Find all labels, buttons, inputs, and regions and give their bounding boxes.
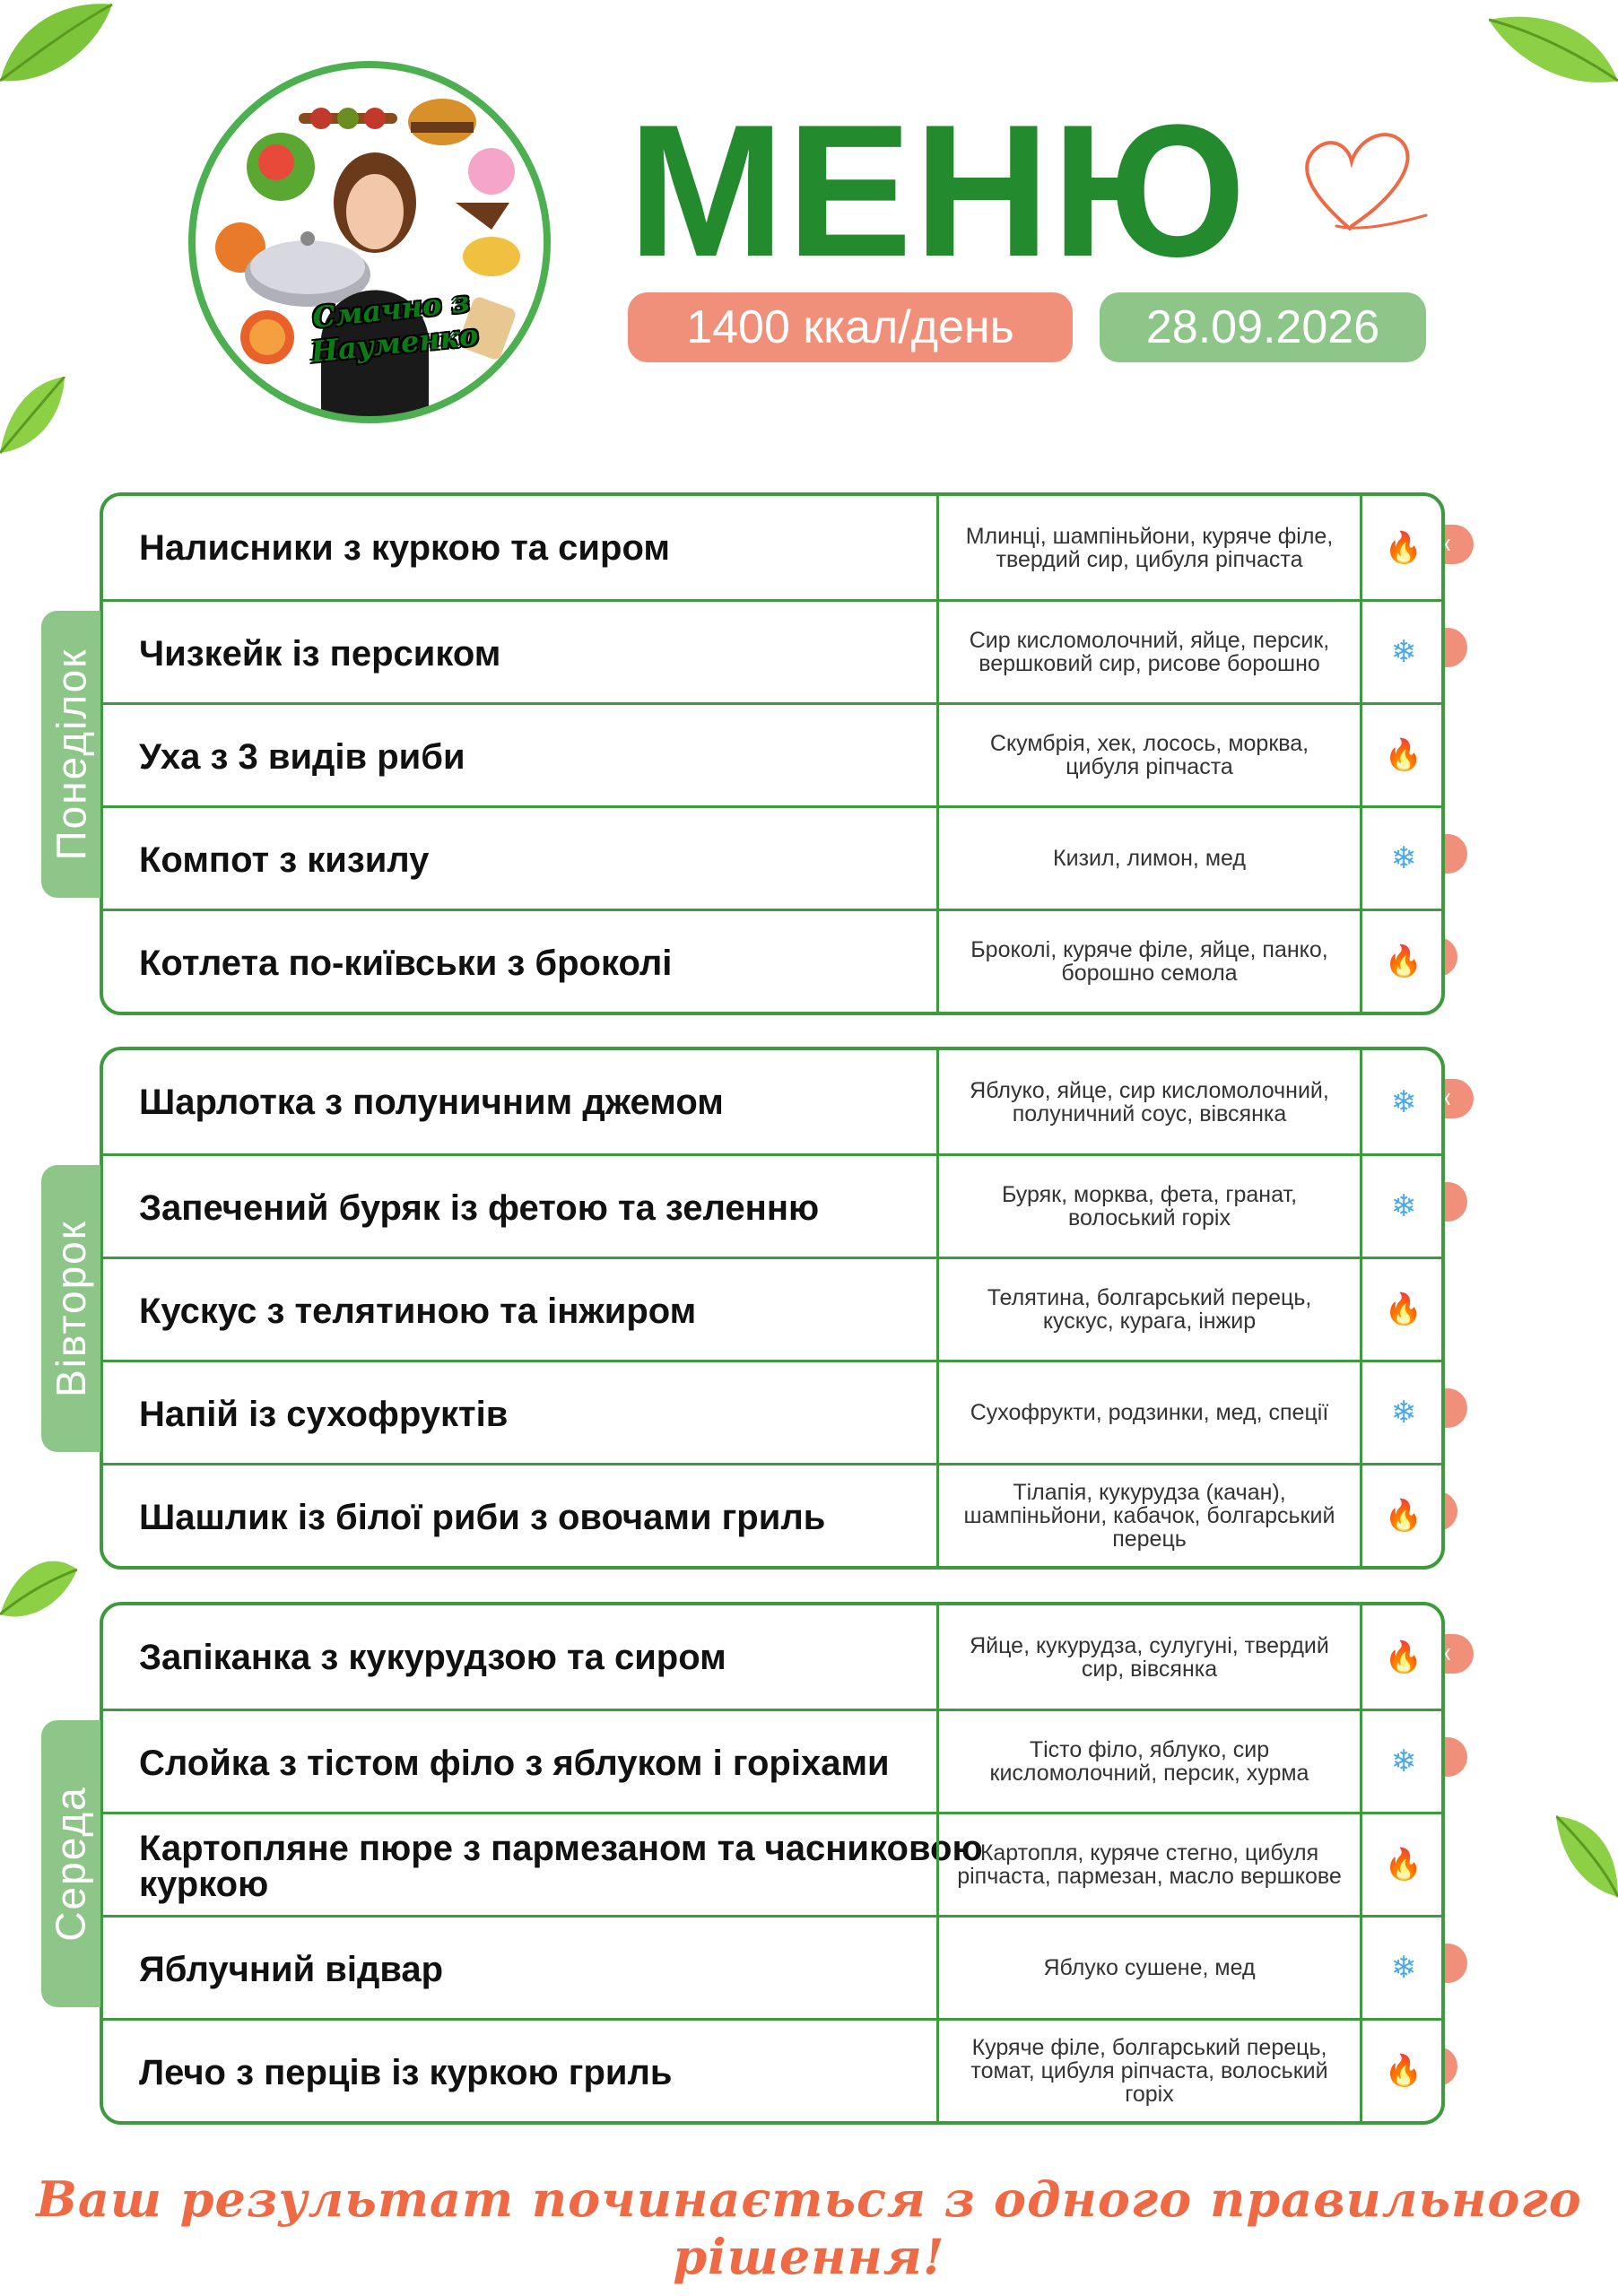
leaf-decoration [1556,1814,1618,1898]
dish-name: Лечо з перців із куркою гриль [139,2052,673,2092]
dish-ingredients: Телятина, болгарський перець, кускус, ку… [936,1259,1362,1360]
dish-name: Компот з кизилу [139,839,430,880]
menu-row: Лечо з перців із куркою гриль Куряче філе… [103,2018,1441,2121]
fire-icon: 🔥 [1384,2054,1423,2088]
dish-name: Шарлотка з полуничним джемом [139,1082,724,1122]
dish-name: Шашлик із білої риби з овочами гриль [139,1497,826,1537]
dish-ingredients: Броколі, куряче філе, яйце, панко, борош… [936,911,1362,1012]
fire-icon: 🔥 [1384,738,1423,772]
menu-row: Шашлик із білої риби з овочами гриль Тіла… [103,1463,1441,1566]
menu-row: Слойка з тістом філо з яблуком і горіхам… [103,1709,1441,1812]
brand-logo: Смачно з Науменко [188,61,551,423]
snowflake-icon: ❄ [1390,1951,1417,1985]
fire-icon: 🔥 [1384,1848,1423,1882]
day-block: Налисники з куркою та сиром Млинці, шампі… [100,492,1445,1015]
dish-ingredients: Картопля, куряче стегно, цибуля ріпчаста… [936,1814,1362,1915]
menu-row: Чизкейк із персиком Сир кисломолочний, яй… [103,599,1441,702]
dish-name: Кускус з телятиною та інжиром [139,1291,697,1331]
menu-row: Напій із сухофруктів Сухофрукти, родзинки… [103,1360,1441,1463]
fire-icon: 🔥 [1384,530,1423,565]
dish-name: Яблучний відвар [139,1949,444,1989]
dish-ingredients: Яйце, кукурудза, сулугуні, твердий сир, … [936,1605,1362,1709]
day-name: Понеділок [48,648,94,860]
snowflake-icon: ❄ [1390,1084,1417,1119]
snowflake-icon: ❄ [1390,635,1417,669]
dish-ingredients: Яблуко сушене, мед [936,1918,1362,2018]
dish-ingredients: Яблуко, яйце, сир кисломолочний, полунич… [936,1050,1362,1153]
menu-row: Яблучний відвар Яблуко сушене, мед ❄ [103,1915,1441,2018]
day-block: Запіканка з кукурудзою та сиром Яйце, кук… [100,1602,1445,2125]
snowflake-icon: ❄ [1390,1744,1417,1779]
dish-ingredients: Тісто філо, яблуко, сир кисломолочний, п… [936,1711,1362,1812]
dish-name: Запечений буряк із фетою та зеленню [139,1187,820,1228]
snowflake-icon: ❄ [1390,841,1417,875]
dish-ingredients: Тілапія, кукурудза (качан), шампіньйони,… [936,1465,1362,1566]
dish-ingredients: Куряче філе, болгарський перець, томат, … [936,2021,1362,2121]
dish-ingredients: Млинці, шампіньйони, куряче філе, тверди… [936,496,1362,599]
footer-slogan: Ваш результат починається з одного прави… [36,2170,1582,2285]
menu-row: Запечений буряк із фетою та зеленню Буряк… [103,1153,1441,1257]
leaf-decoration [0,377,66,454]
leaf-decoration [0,1561,78,1617]
day-block: Шарлотка з полуничним джемом Яблуко, яйце… [100,1047,1445,1570]
fire-icon: 🔥 [1384,1499,1423,1533]
day-label: Понеділок [41,610,100,898]
menu-row: Налисники з куркою та сиром Млинці, шампі… [103,496,1441,599]
day-label: Середа [41,1719,100,2007]
fire-icon: 🔥 [1384,944,1423,978]
dish-ingredients: Сухофрукти, родзинки, мед, спеції [936,1362,1362,1463]
dish-ingredients: Буряк, морква, фета, гранат, волоський г… [936,1156,1362,1257]
dish-ingredients: Кизил, лимон, мед [936,808,1362,909]
heart-icon [1305,133,1428,230]
dish-ingredients: Сир кисломолочний, яйце, персик, вершков… [936,602,1362,702]
dish-name: Налисники з куркою та сиром [139,527,670,568]
leaf-decoration [1489,16,1618,83]
dish-name: Напій із сухофруктів [139,1394,509,1434]
menu-row: Шарлотка з полуничним джемом Яблуко, яйце… [103,1050,1441,1153]
menu-row: Котлета по-київськи з броколі Броколі, ку… [103,909,1441,1012]
fire-icon: 🔥 [1384,1292,1423,1326]
snowflake-icon: ❄ [1390,1396,1417,1430]
dish-name: Чизкейк із персиком [139,633,501,674]
dish-name: Уха з 3 видів риби [139,736,465,777]
day-name: Вівторок [48,1219,95,1397]
fire-icon: 🔥 [1384,1639,1423,1674]
snowflake-icon: ❄ [1390,1189,1417,1223]
dish-name: Картопляне пюре з пармезаном та часников… [139,1828,983,1904]
menu-row: Уха з 3 видів риби Скумбрія, хек, лосось,… [103,702,1441,805]
menu-row: Запіканка з кукурудзою та сиром Яйце, кук… [103,1605,1441,1709]
page-title: МЕНЮ [628,85,1248,296]
day-name: Середа [48,1785,95,1942]
calories-badge: 1400 ккал/день [628,292,1073,362]
logo-illustration [215,99,520,416]
day-label: Вівторок [41,1164,100,1452]
dish-ingredients: Скумбрія, хек, лосось, морква, цибуля рі… [936,705,1362,805]
date-badge: 28.09.2026 [1100,292,1426,362]
menu-row: Компот з кизилу Кизил, лимон, мед ❄ [103,805,1441,909]
dish-name: Котлета по-київськи з броколі [139,943,673,983]
dish-name: Слойка з тістом філо з яблуком і горіхам… [139,1743,890,1783]
menu-row: Картопляне пюре з пармезаном та часников… [103,1812,1441,1915]
menu-row: Кускус з телятиною та інжиром Телятина, б… [103,1257,1441,1360]
leaf-decoration [0,3,113,83]
dish-name: Запіканка з кукурудзою та сиром [139,1637,726,1677]
